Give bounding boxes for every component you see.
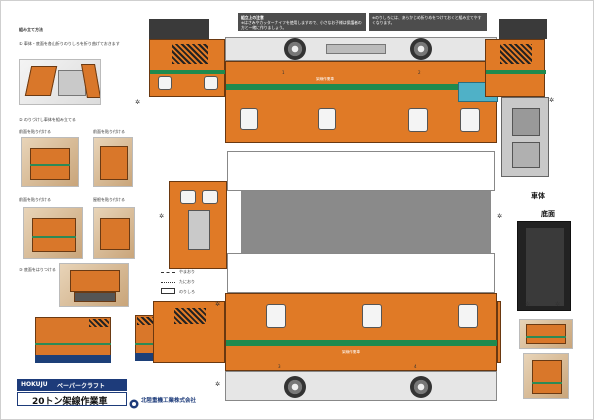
finished-photo-left	[29, 311, 119, 367]
star-icon: ✲	[497, 213, 503, 220]
bottom-roof-strip	[225, 371, 497, 401]
legend-glue: のりしろ	[179, 289, 195, 294]
frame-lower	[227, 253, 495, 293]
instructions-header: 組み立て方法	[19, 27, 43, 32]
bottom-part-label: 底面	[541, 210, 555, 218]
star-icon: ✲	[215, 381, 221, 388]
vehicle-name: 20トン架線作業車	[32, 397, 108, 407]
instruction-step-1: ① 車体・底面を各山折りのりしろを折り曲げておきます	[19, 41, 120, 46]
title-banner: HOKUJU ペーパークラフト	[17, 379, 127, 391]
car-number-3: 3	[278, 364, 281, 369]
upper-side-panel: 架線作業車 1 2	[225, 61, 498, 143]
underside-grey-panel	[241, 191, 491, 253]
step2d-photo	[93, 207, 135, 259]
step3-photo	[59, 263, 129, 307]
bottom-part	[517, 221, 571, 311]
step1-photo	[19, 59, 101, 105]
roof-strip	[225, 37, 497, 61]
top-roof-tab-left	[149, 19, 209, 39]
company-name: 北陸重機工業株式会社	[141, 398, 197, 404]
end-face-right	[501, 97, 549, 177]
rear-panel-edge	[497, 301, 501, 363]
star-icon: ✲	[135, 99, 141, 106]
step2c-photo	[23, 207, 83, 259]
star-icon: ✲	[215, 301, 221, 308]
notice-left: 組立上の注意 ※はさみやカッターナイフを使用しますので、小さなお子様は保護者の方…	[238, 13, 366, 31]
step2b-photo	[93, 137, 133, 187]
rear-panel-left	[153, 301, 225, 363]
step2d-caption: 屋根を貼り付ける	[93, 197, 125, 202]
instruction-step-3: ③ 底面をはりつける	[19, 267, 56, 272]
car-text-bottom: 架線作業車	[342, 350, 360, 354]
front-panel-left	[149, 39, 226, 97]
step2c-caption: 前面を貼り付ける	[19, 197, 51, 202]
notice-right: ※のりしろには、あらかじめ折りめをつけておくと組み立てやすくなります。	[369, 13, 487, 31]
car-text-top: 架線作業車	[316, 77, 334, 81]
body-label: 車体	[531, 192, 545, 200]
detail-photo-top	[519, 319, 573, 349]
notice-right-text: ※のりしろには、あらかじめ折りめをつけておくと組み立てやすくなります。	[372, 15, 482, 25]
star-icon: ✲	[555, 301, 561, 308]
end-face-left	[169, 181, 227, 269]
brand-name: HOKUJU	[21, 381, 48, 388]
step2b-caption: 前面を貼り付ける	[93, 129, 125, 134]
company-logo-icon	[129, 394, 139, 409]
instruction-step-2: ② のりづけし車体を組み立てる	[19, 117, 76, 122]
step2a-photo	[21, 137, 79, 187]
star-icon: ✲	[525, 301, 531, 308]
top-roof-tab-right	[499, 19, 547, 39]
detail-photo-bottom	[523, 353, 569, 399]
car-number-2: 2	[418, 70, 421, 75]
star-icon: ✲	[549, 97, 555, 104]
car-number-4: 4	[414, 364, 417, 369]
front-panel-right	[485, 39, 546, 97]
star-icon: ✲	[159, 213, 165, 220]
legend-valley: たにおり	[179, 279, 195, 284]
notice-left-text: ※はさみやカッターナイフを使用しますので、小さなお子様は保護者の方と一緒に作りま…	[241, 20, 362, 30]
title-name-box: 20トン架線作業車	[17, 392, 127, 407]
notice-left-title: 組立上の注意	[241, 15, 264, 20]
step2a-caption: 前面を貼り付ける	[19, 129, 51, 134]
car-number-1: 1	[282, 70, 285, 75]
frame-upper	[227, 151, 495, 191]
lower-side-panel: 架線作業車 3 4	[225, 293, 498, 371]
series-name: ペーパークラフト	[57, 383, 105, 390]
legend-mountain: やまおり	[179, 269, 195, 274]
fold-legend: やまおり たにおり のりしろ	[161, 269, 221, 299]
